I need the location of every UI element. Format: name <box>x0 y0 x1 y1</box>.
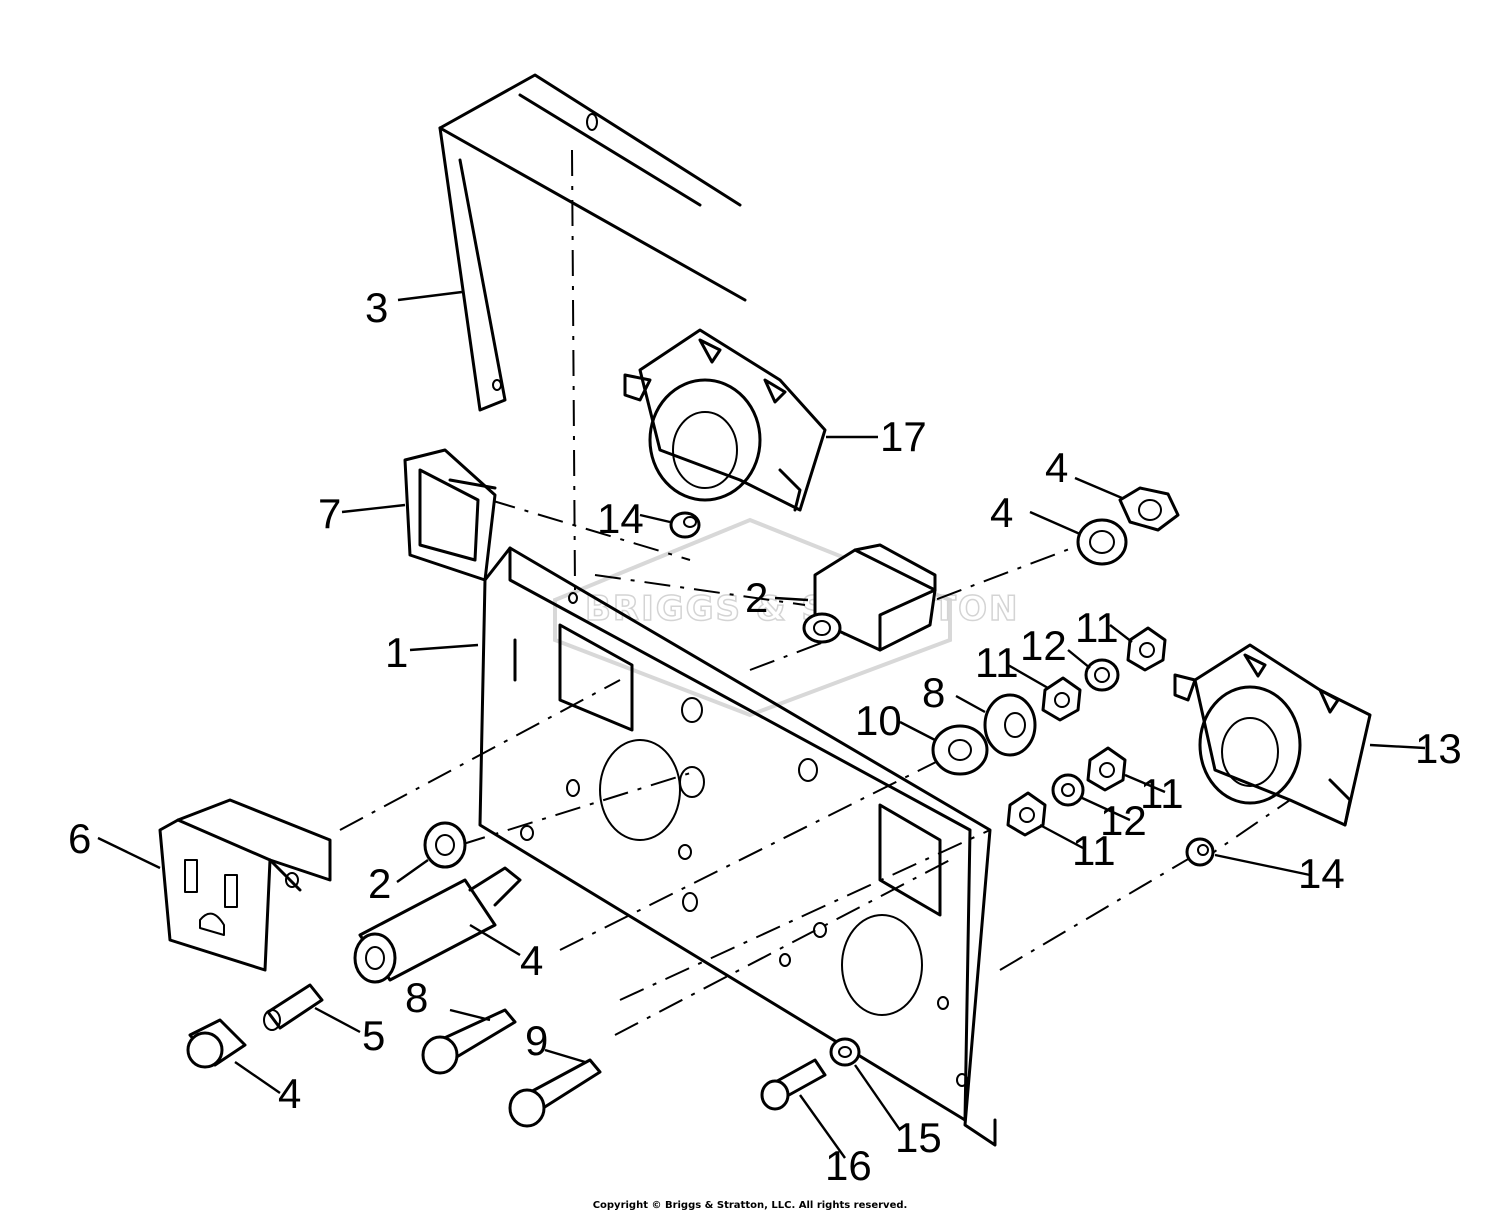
part-4-washer <box>1076 518 1128 566</box>
part-11-nut-a <box>1126 626 1167 672</box>
svg-text:BRIGGS & STRATTON: BRIGGS & STRATTON <box>585 589 1019 629</box>
part-15-washer <box>829 1037 861 1067</box>
part-6-outlet <box>158 798 332 972</box>
copyright-notice: Copyright © Briggs & Stratton, LLC. All … <box>592 1200 908 1211</box>
part-4-nut <box>1118 486 1180 532</box>
part-5-fuse <box>263 983 324 1031</box>
part-3-bracket <box>438 73 747 412</box>
callout-12: 12 <box>1100 797 1147 844</box>
callout-4: 4 <box>990 489 1013 536</box>
callout-14: 14 <box>597 495 644 542</box>
callout-17: 17 <box>880 413 927 460</box>
part-10-washer <box>931 724 989 776</box>
callout-3: 3 <box>365 284 388 331</box>
callout-14: 14 <box>1298 850 1345 897</box>
callout-5: 5 <box>362 1012 385 1059</box>
brand-watermark: BRIGGS & STRATTON <box>553 517 1019 718</box>
callout-labels: 3 17 7 14 4 4 2 1 11 12 11 8 10 13 11 12… <box>68 284 1462 1189</box>
callout-11: 11 <box>1140 770 1184 817</box>
part-11-nut-c <box>1086 746 1127 792</box>
callout-4: 4 <box>520 937 543 984</box>
callout-8: 8 <box>405 974 428 1021</box>
callout-2: 2 <box>745 574 768 621</box>
part-13-receptacle <box>1173 643 1372 827</box>
part-7-frame <box>403 448 497 582</box>
part-14-spacer-right <box>1185 837 1215 867</box>
part-4-knob <box>186 1018 247 1069</box>
part-12-washer-b <box>1051 773 1085 807</box>
part-8-screw <box>421 1008 517 1075</box>
part-11-nut-b <box>1041 676 1082 722</box>
part-14-spacer-top <box>669 511 701 539</box>
callout-4: 4 <box>1045 444 1068 491</box>
part-2-circuit-breaker <box>802 543 937 652</box>
callout-6: 6 <box>68 815 91 862</box>
callout-8: 8 <box>922 669 945 716</box>
callout-2: 2 <box>368 860 391 907</box>
part-4-fuse-holder <box>353 866 522 984</box>
callout-16: 16 <box>825 1142 872 1189</box>
callout-7: 7 <box>318 490 341 537</box>
part-16-screw <box>760 1058 827 1111</box>
callout-11: 11 <box>1072 827 1116 874</box>
callout-1: 1 <box>385 629 408 676</box>
part-12-washer-a <box>1084 658 1120 692</box>
part-1-panel <box>478 546 997 1147</box>
callout-11: 11 <box>975 639 1019 686</box>
callout-9: 9 <box>525 1017 548 1064</box>
callout-10: 10 <box>855 697 902 744</box>
part-8-bushing <box>983 693 1037 757</box>
callout-11: 11 <box>1075 604 1119 651</box>
part-11-nut-d <box>1006 791 1047 837</box>
leader-lines <box>97 290 1426 1159</box>
part-9-screw <box>508 1058 602 1128</box>
callout-4: 4 <box>278 1070 301 1117</box>
part-17-receptacle <box>623 328 827 512</box>
callout-13: 13 <box>1415 725 1462 772</box>
part-2-nut <box>423 821 467 869</box>
callout-15: 15 <box>895 1114 942 1161</box>
callout-12: 12 <box>1020 622 1067 669</box>
